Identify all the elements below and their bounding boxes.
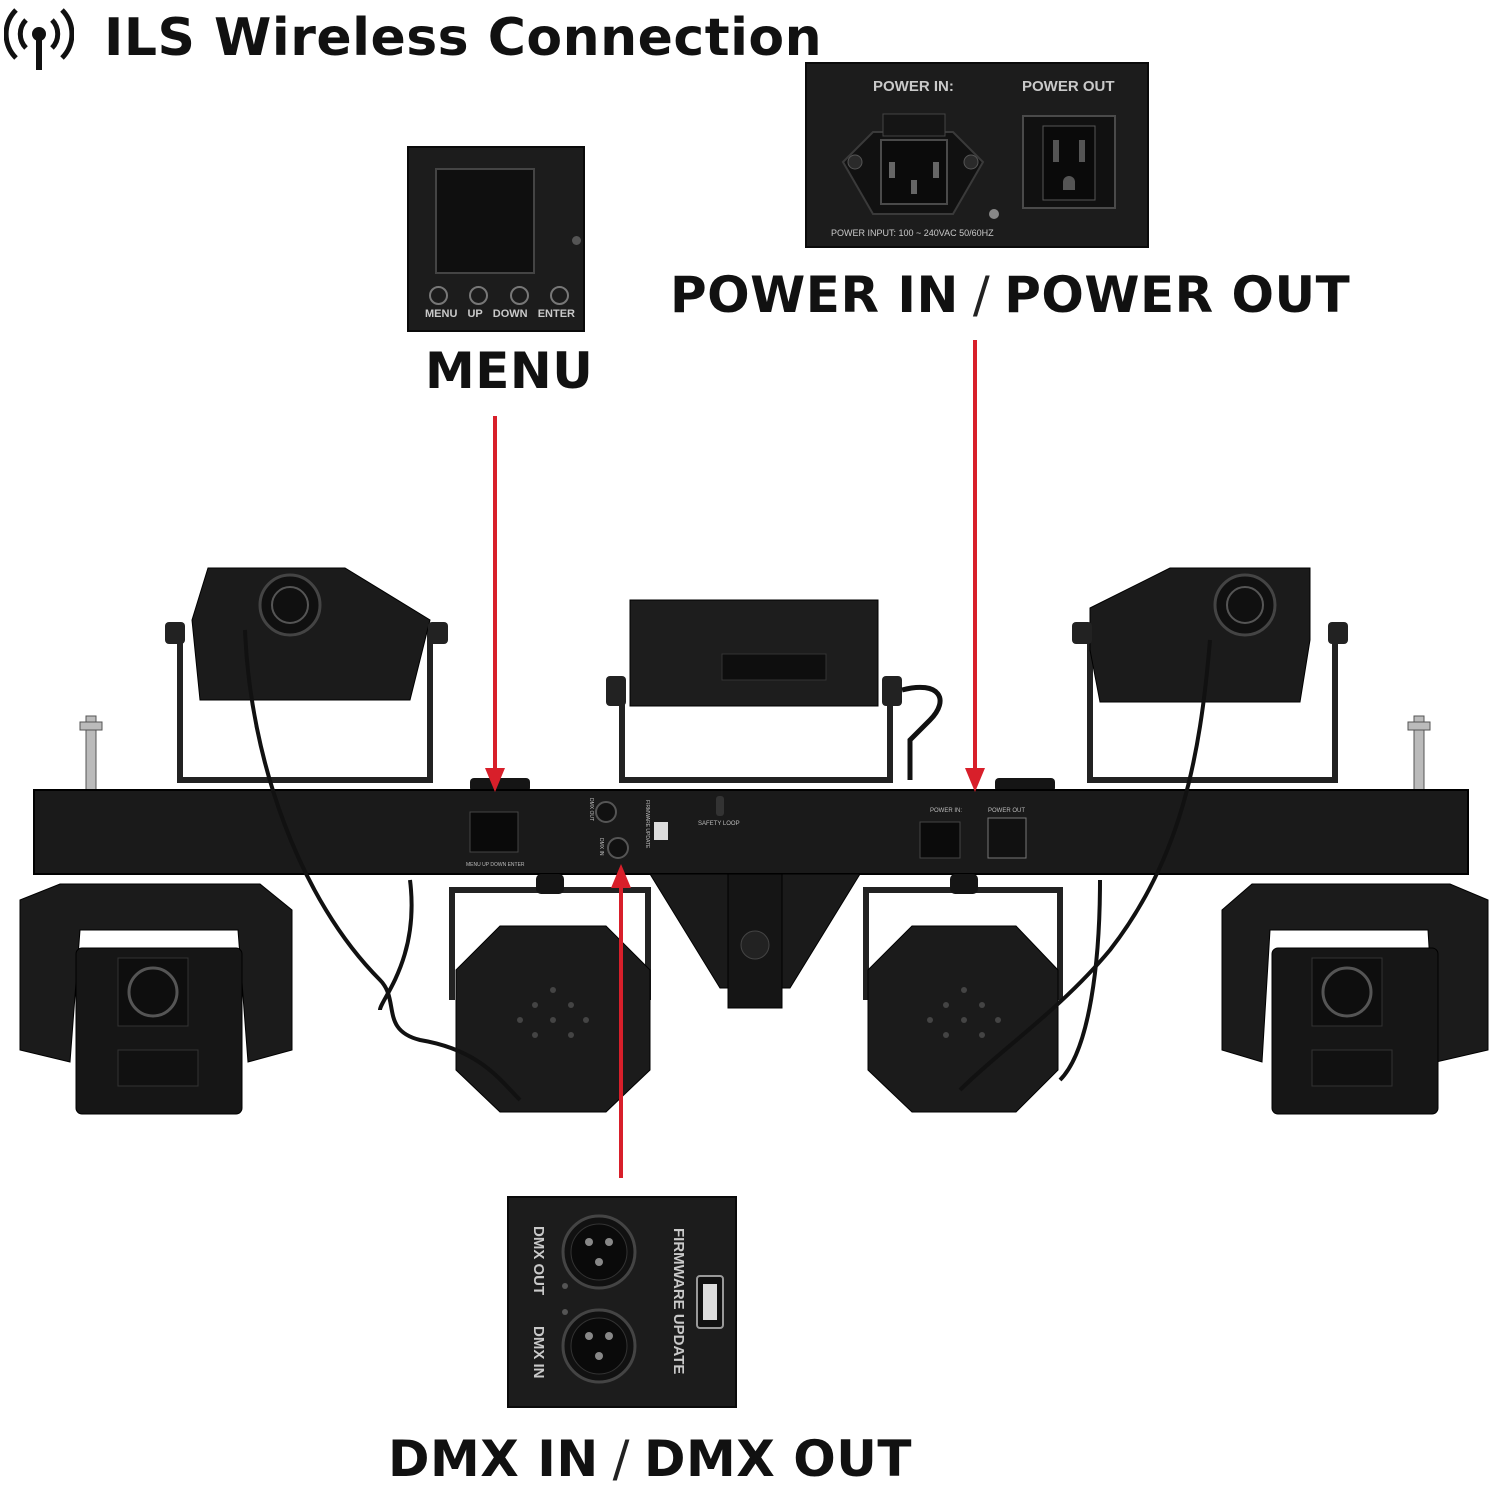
wireless-signal-icon [4, 2, 74, 72]
dmx-out-label: DMX OUT [644, 1430, 912, 1488]
indicator-led [572, 236, 581, 245]
menu-panel: MENU UP DOWN ENTER [407, 146, 585, 332]
menu-button-labels: MENU UP DOWN ENTER [425, 308, 575, 320]
bar-firmware-label: FIRMWARE UPDATE [644, 800, 650, 849]
dmx-out-panel-label: DMX OUT [530, 1226, 547, 1296]
bar-safety-loop-label: SAFETY LOOP [698, 821, 740, 827]
dmx-connectors [561, 1214, 724, 1384]
bottom-left-par [449, 874, 651, 1113]
firmware-panel-label: FIRMWARE UPDATE [670, 1228, 687, 1375]
menu-button-row [429, 286, 569, 305]
top-center-fixture [606, 599, 943, 783]
left-post-icon [79, 715, 103, 793]
bar-dmx-out-label: DMX OUT [588, 798, 594, 822]
dmx-separator: / [612, 1430, 631, 1488]
power-connectors [841, 113, 1116, 219]
dmx-in-label: DMX IN [388, 1430, 599, 1488]
bottom-right-moving-head [1221, 883, 1489, 1115]
power-callout-label: POWER IN/POWER OUT [670, 266, 1350, 324]
power-in-label: POWER IN [670, 266, 959, 324]
bar-menu-row-label: MENU UP DOWN ENTER [466, 862, 525, 868]
bar-power-in-label: POWER IN: [930, 808, 963, 814]
dmx-panel: DMX OUT DMX IN FIRMWARE UPDATE [507, 1196, 737, 1408]
power-out-label: POWER OUT [1004, 266, 1351, 324]
power-panel: POWER IN: POWER OUT POWER INPUT: 100 ~ 2… [805, 62, 1149, 248]
top-left-fixture [165, 567, 448, 783]
mounting-bracket [649, 873, 861, 1009]
callout-arrows [485, 340, 985, 1178]
top-right-fixture [1072, 567, 1348, 783]
menu-display [435, 168, 535, 274]
down-button-label: DOWN [492, 308, 528, 320]
menu-callout-label: MENU [425, 342, 594, 400]
dmx-in-panel-label: DMX IN [530, 1326, 547, 1379]
power-input-spec: POWER INPUT: 100 ~ 240VAC 50/60HZ [831, 228, 994, 238]
down-knob-icon [509, 286, 529, 305]
enter-knob-icon [549, 286, 569, 305]
power-in-panel-label: POWER IN: [873, 78, 954, 95]
power-separator: / [972, 266, 991, 324]
dmx-callout-label: DMX IN/DMX OUT [388, 1430, 912, 1488]
bar-power-out-label: POWER OUT [988, 808, 1025, 814]
bar-dmx-in-label: DMX IN [598, 838, 604, 856]
up-knob-icon [469, 286, 489, 305]
up-button-label: UP [467, 308, 483, 320]
bottom-right-par [863, 874, 1063, 1113]
bottom-left-moving-head [19, 883, 293, 1115]
menu-button-label: MENU [425, 308, 458, 320]
enter-button-label: ENTER [537, 308, 575, 320]
power-out-panel-label: POWER OUT [1022, 78, 1115, 95]
main-bar [33, 778, 1469, 875]
page-title: ILS Wireless Connection [104, 8, 823, 68]
menu-knob-icon [429, 286, 448, 305]
right-post-icon [1407, 715, 1431, 793]
cables [243, 629, 1212, 1102]
